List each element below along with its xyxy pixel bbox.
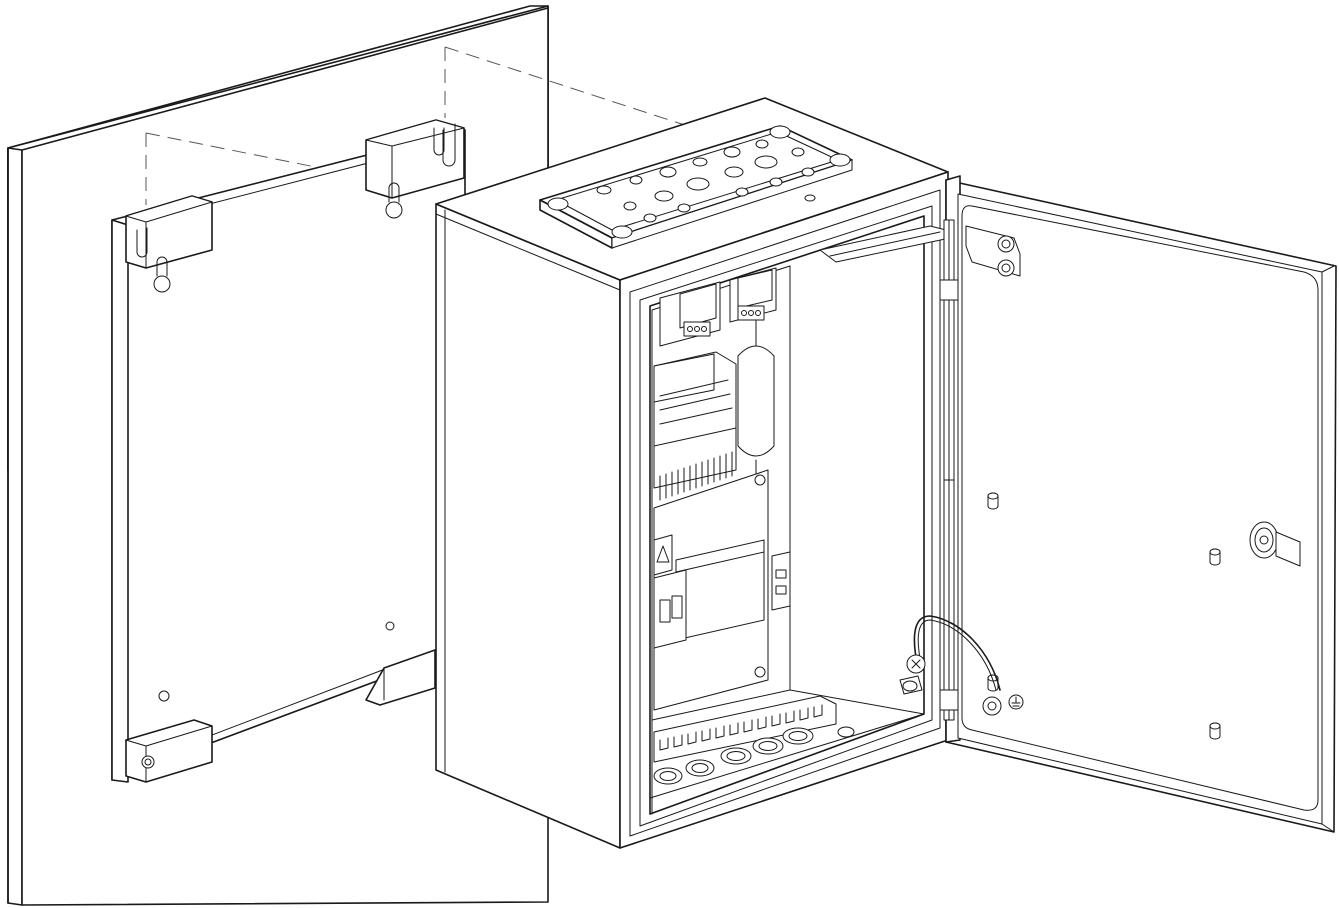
mounting-bracket-top-right bbox=[365, 119, 465, 219]
mounting-bracket-top-left bbox=[125, 195, 213, 293]
door-top-bolts bbox=[965, 225, 1021, 277]
din-terminal-strip bbox=[653, 695, 855, 763]
alignment-guides bbox=[145, 46, 701, 205]
gland-plate-screws bbox=[547, 125, 851, 239]
din-terminals bbox=[659, 704, 823, 751]
power-supply-module bbox=[653, 351, 737, 501]
door-hinge bbox=[939, 219, 959, 721]
mounting-plate bbox=[111, 119, 466, 783]
controller-board bbox=[653, 469, 791, 711]
gland-plate-holes bbox=[596, 139, 816, 223]
mounting-bracket-bottom-left bbox=[125, 690, 213, 783]
cable-cylinder bbox=[737, 319, 775, 477]
earth-strap bbox=[899, 615, 1001, 695]
mounting-bracket-bottom-right bbox=[365, 621, 436, 706]
gland-plate bbox=[539, 125, 853, 249]
module-vent-slots bbox=[659, 451, 733, 501]
door-lock-icon bbox=[1249, 521, 1301, 567]
door-studs bbox=[987, 492, 1221, 740]
cable-glands bbox=[649, 713, 925, 799]
enclosure-door bbox=[939, 175, 1337, 833]
door-earth-bolt bbox=[982, 694, 1024, 716]
body-earth-bolt bbox=[899, 654, 926, 695]
top-terminal-blocks bbox=[659, 267, 777, 347]
interior-components bbox=[649, 267, 925, 799]
